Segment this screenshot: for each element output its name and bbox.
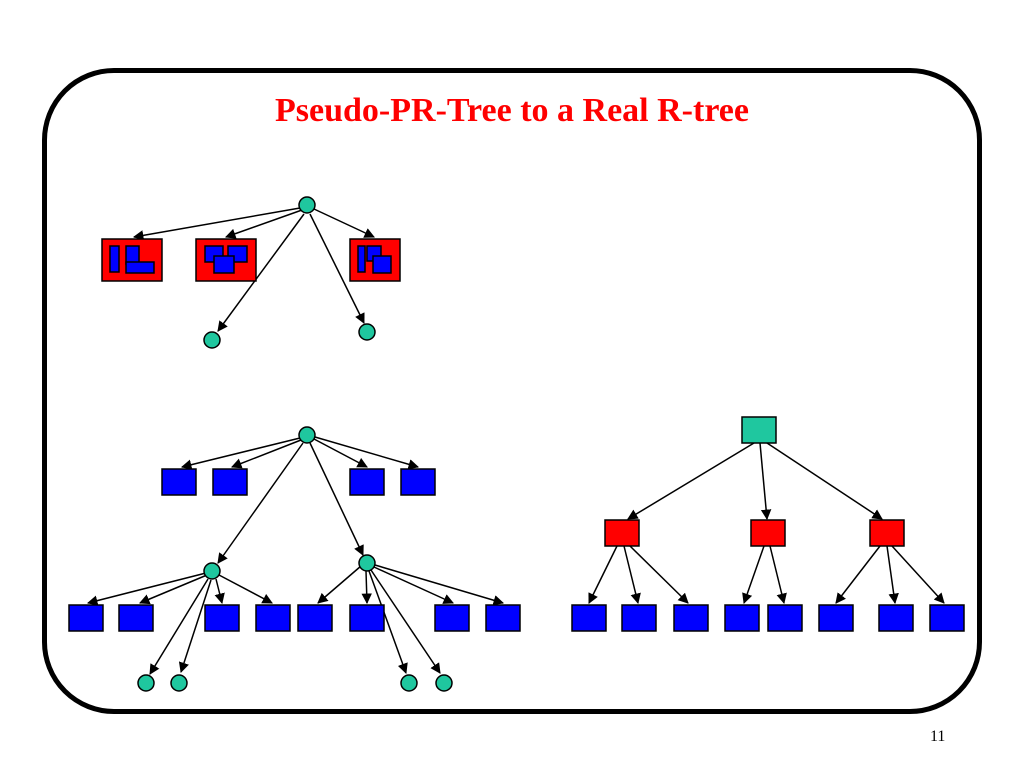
leaf-box bbox=[485, 604, 521, 632]
edge bbox=[368, 570, 408, 674]
internal-node-circle bbox=[298, 196, 316, 214]
edge bbox=[314, 436, 420, 470]
leaf-box bbox=[204, 604, 240, 632]
leaf-box bbox=[767, 604, 803, 632]
internal-node-circle bbox=[203, 562, 221, 580]
internal-node-circle bbox=[400, 674, 418, 692]
edge bbox=[317, 565, 362, 604]
edge bbox=[374, 564, 505, 606]
priority-leaf-node bbox=[101, 238, 163, 282]
slide-title: Pseudo-PR-Tree to a Real R-tree bbox=[275, 92, 749, 129]
leaf-box bbox=[818, 604, 854, 632]
edge bbox=[309, 442, 364, 556]
leaf-box bbox=[68, 604, 104, 632]
edge bbox=[178, 579, 212, 673]
edge bbox=[313, 208, 375, 238]
leaf-box bbox=[878, 604, 914, 632]
r-tree-internal-node bbox=[869, 519, 905, 547]
priority-leaf-node bbox=[349, 238, 401, 282]
edge bbox=[891, 545, 945, 604]
leaf-box bbox=[161, 468, 197, 496]
leaf-box bbox=[297, 604, 333, 632]
edge bbox=[217, 442, 304, 564]
pseudo-pr-tree-top-edges bbox=[132, 207, 375, 332]
edge bbox=[313, 438, 368, 468]
leaf-box bbox=[929, 604, 965, 632]
edge bbox=[766, 442, 883, 520]
edge bbox=[623, 545, 641, 605]
edge bbox=[627, 442, 755, 520]
leaf-box bbox=[621, 604, 657, 632]
leaf-box bbox=[724, 604, 760, 632]
leaf-box bbox=[571, 604, 607, 632]
internal-node-circle bbox=[137, 674, 155, 692]
slide-frame bbox=[42, 68, 982, 714]
real-r-tree bbox=[571, 416, 965, 632]
leaf-box bbox=[212, 468, 248, 496]
edge bbox=[218, 574, 273, 604]
edge bbox=[86, 572, 207, 606]
priority-leaf-node bbox=[195, 238, 257, 282]
r-tree-internal-node bbox=[604, 519, 640, 547]
r-tree-internal-node bbox=[750, 519, 786, 547]
leaf-box bbox=[349, 468, 385, 496]
internal-node-circle bbox=[298, 426, 316, 444]
internal-node-circle bbox=[358, 554, 376, 572]
r-tree-root-node bbox=[741, 416, 777, 444]
edge bbox=[742, 545, 765, 604]
leaf-box bbox=[349, 604, 385, 632]
edge bbox=[759, 442, 772, 521]
internal-node-circle bbox=[170, 674, 188, 692]
internal-node-circle bbox=[203, 331, 221, 349]
edge bbox=[132, 207, 301, 241]
edge bbox=[149, 578, 209, 675]
pseudo-pr-tree-top bbox=[101, 196, 401, 349]
real-r-tree-edges bbox=[588, 442, 945, 605]
pseudo-pr-tree-expanded bbox=[68, 426, 521, 692]
edge bbox=[217, 213, 305, 332]
edge bbox=[361, 570, 372, 605]
edge bbox=[835, 545, 881, 604]
leaf-box bbox=[118, 604, 154, 632]
leaf-box bbox=[434, 604, 470, 632]
leaf-box bbox=[255, 604, 291, 632]
edge bbox=[180, 437, 301, 470]
edge bbox=[886, 545, 899, 605]
edge bbox=[231, 439, 302, 469]
edge bbox=[225, 209, 303, 239]
edge bbox=[769, 545, 787, 605]
edge bbox=[214, 578, 225, 605]
page-number: 11 bbox=[930, 728, 946, 745]
edge bbox=[629, 545, 689, 604]
edge bbox=[370, 569, 441, 674]
pseudo-pr-tree-expanded-edges bbox=[86, 436, 505, 675]
edge bbox=[588, 545, 618, 604]
internal-node-circle bbox=[358, 323, 376, 341]
edge bbox=[139, 574, 208, 605]
edge bbox=[309, 213, 365, 324]
leaf-box bbox=[673, 604, 709, 632]
leaf-box bbox=[400, 468, 436, 496]
internal-node-circle bbox=[435, 674, 453, 692]
edge bbox=[373, 566, 454, 604]
